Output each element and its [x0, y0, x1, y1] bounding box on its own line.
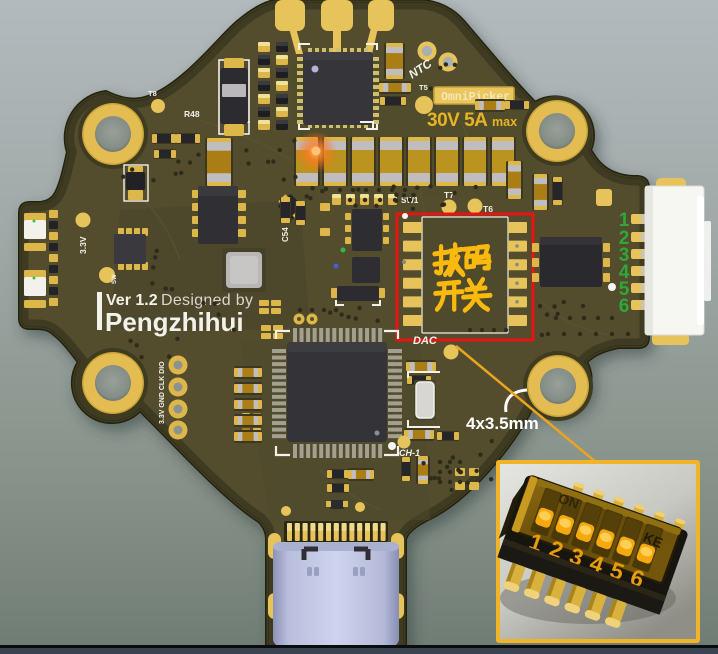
svg-text:6: 6: [619, 296, 630, 317]
svg-text:KE: KE: [641, 529, 665, 551]
svg-text:ON: ON: [556, 490, 581, 512]
svg-text:Designed by: Designed by: [161, 292, 253, 309]
svg-text:3: 3: [619, 245, 630, 266]
svg-text:C54: C54: [281, 227, 290, 242]
svg-text:Pengzhihui: Pengzhihui: [105, 307, 244, 337]
svg-text:30V 5A: 30V 5A: [427, 110, 488, 131]
svg-text:T8: T8: [148, 89, 157, 98]
svg-text:CH-1: CH-1: [399, 448, 420, 458]
svg-text:T5: T5: [419, 83, 428, 92]
svg-text:1: 1: [619, 210, 630, 231]
svg-text:4: 4: [619, 262, 630, 283]
svg-text:DAC: DAC: [413, 335, 438, 347]
svg-text:5: 5: [619, 279, 630, 300]
svg-text:T7: T7: [444, 190, 454, 200]
svg-text:Ver 1.2: Ver 1.2: [106, 292, 158, 309]
svg-text:R48: R48: [184, 109, 200, 119]
svg-text:3.3V GND CLK DIO: 3.3V GND CLK DIO: [159, 361, 166, 424]
svg-text:T6: T6: [483, 204, 493, 214]
svg-text:4x3.5mm: 4x3.5mm: [466, 414, 539, 433]
svg-text:max: max: [492, 115, 517, 129]
svg-text:SW: SW: [112, 274, 118, 284]
svg-text:3.3V: 3.3V: [78, 236, 88, 254]
svg-text:2: 2: [619, 228, 630, 249]
